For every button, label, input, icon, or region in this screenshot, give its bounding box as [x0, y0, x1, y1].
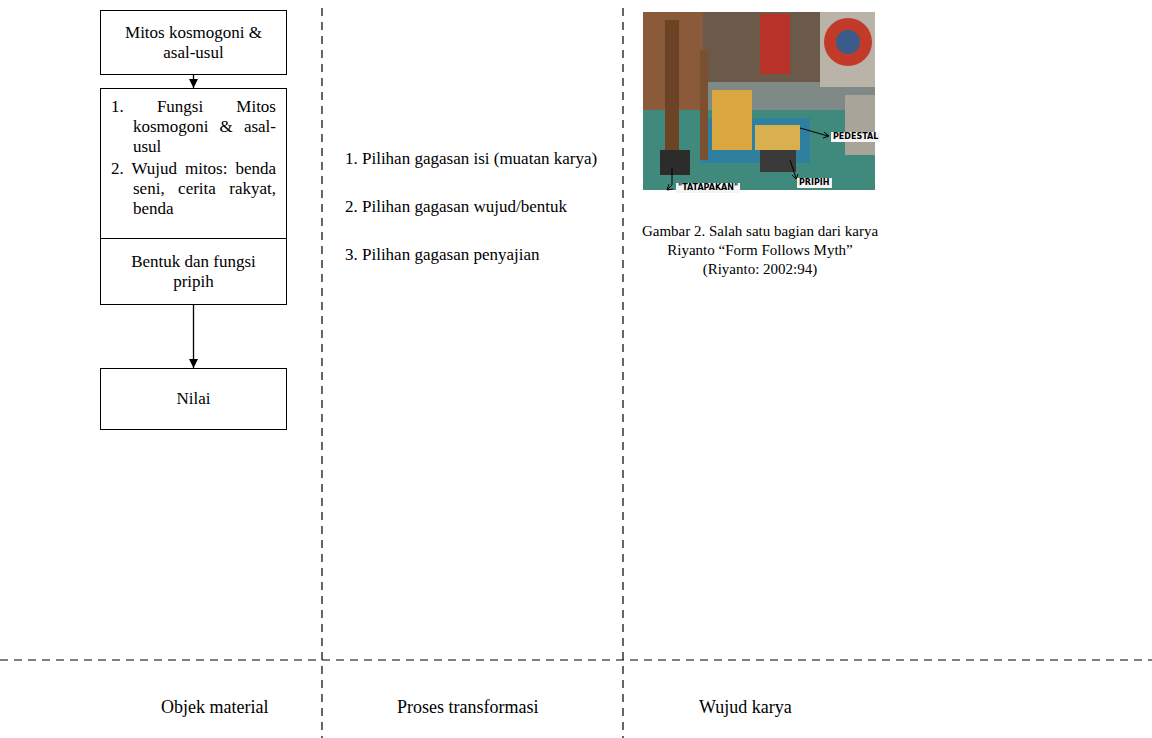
process-step: 3. Pilihan gagasan penyajian: [345, 244, 629, 265]
figure-caption: Gambar 2. Salah satu bagian dari karya R…: [640, 222, 880, 279]
box-text: 1. Fungsi Mitos kosmogoni & asal-usul: [111, 97, 276, 157]
process-step: 2. Pilihan gagasan wujud/bentuk: [345, 196, 629, 217]
box-text: 2. Wujud mitos: benda seni, cerita rakya…: [111, 159, 276, 219]
flow-arrow: [193, 305, 194, 368]
column-label: Wujud karya: [699, 696, 792, 718]
photo-label: PEDESTAL: [831, 132, 880, 142]
source-box: Mitos kosmogoni & asal-usul: [100, 10, 287, 75]
artwork-photo: [643, 12, 875, 190]
box-text: Bentuk dan fungsi pripih: [111, 252, 276, 292]
photo-label: "TATAPAKAN": [676, 183, 740, 193]
photo-label: PRIPIH: [797, 178, 832, 188]
process-step: 1. Pilihan gagasan isi (muatan karya): [345, 148, 629, 169]
column-label: Objek material: [161, 696, 268, 718]
column-divider: [321, 8, 322, 738]
list-box: 1. Fungsi Mitos kosmogoni & asal-usul2. …: [100, 88, 287, 239]
row-divider: [0, 659, 1152, 660]
flow-arrow: [193, 75, 194, 88]
result-box: Nilai: [100, 368, 287, 430]
box-text: Nilai: [177, 389, 211, 409]
column-label: Proses transformasi: [397, 696, 538, 718]
box-text: Mitos kosmogoni & asal-usul: [111, 23, 276, 63]
column-divider: [622, 8, 623, 738]
process-box: Bentuk dan fungsi pripih: [100, 238, 287, 305]
